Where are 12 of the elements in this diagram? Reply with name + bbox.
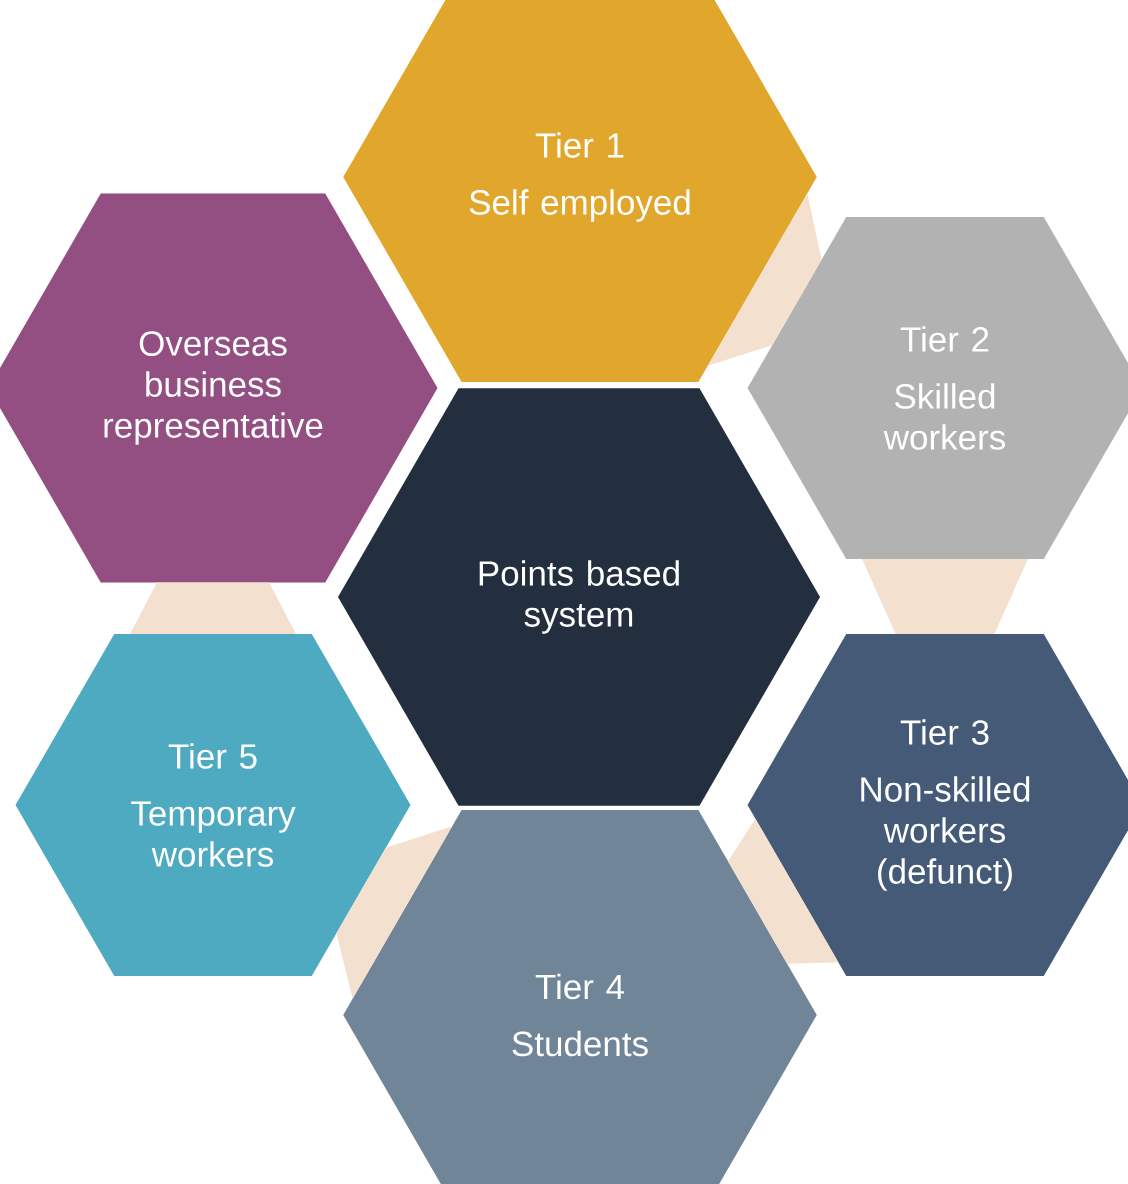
hexagon: Tier 1 Self employed [343, 0, 817, 383]
hexagon: Tier 5 Temporary workers [15, 633, 411, 977]
hexagon: Tier 3 Non-skilled workers (defunct) [747, 633, 1128, 977]
hexagon: Tier 4 Students [343, 809, 817, 1184]
hexagon: Overseas business representative [0, 193, 438, 583]
connector-band [336, 826, 453, 999]
connector-band [130, 582, 296, 634]
hexagon: Tier 2 Skilled workers [747, 216, 1128, 560]
connector-band [728, 818, 839, 964]
connector-band [862, 559, 1028, 634]
connector-band [707, 193, 822, 366]
hexagon: Points based system [338, 388, 820, 806]
